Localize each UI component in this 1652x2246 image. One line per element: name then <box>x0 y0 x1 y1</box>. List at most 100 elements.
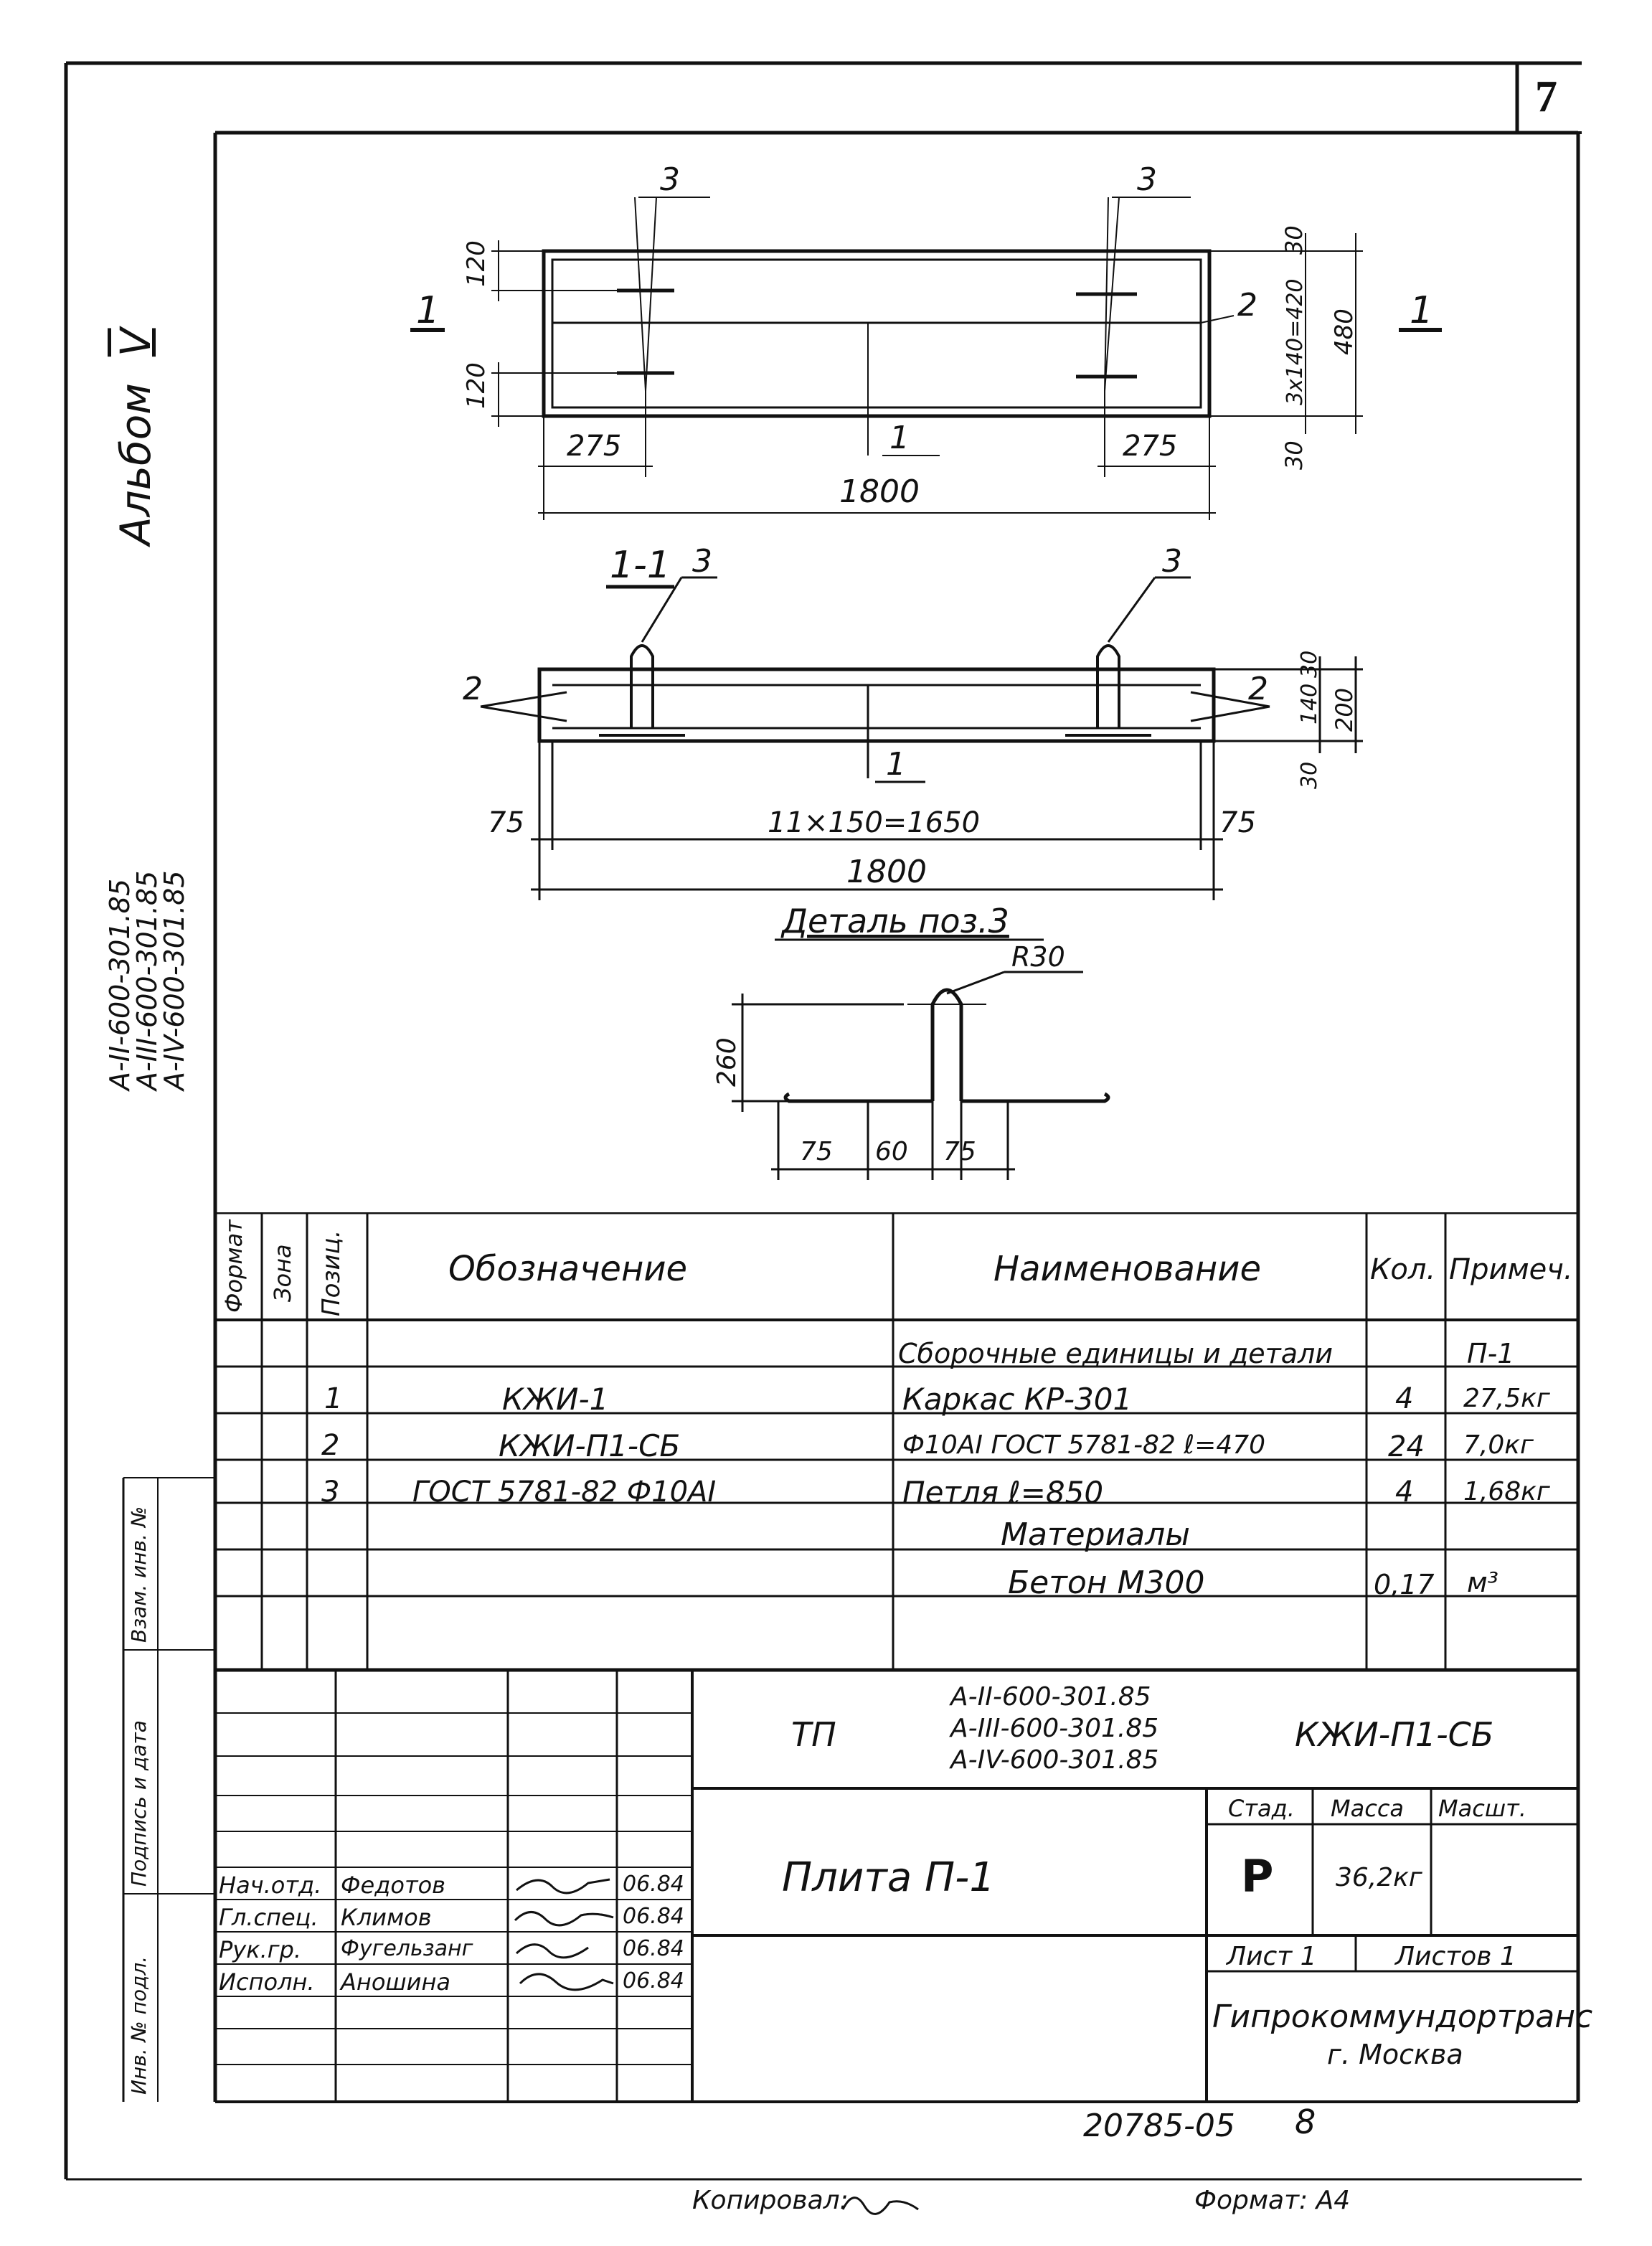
row-note: 1,68кг <box>1463 1477 1550 1506</box>
section-dim-200: 200 <box>1331 688 1358 732</box>
scale-label: Масшт. <box>1438 1795 1526 1822</box>
sig-role: Нач.отд. <box>219 1872 322 1899</box>
row-qty: 4 <box>1395 1476 1414 1509</box>
col-header-position: Позиц. <box>317 1230 346 1317</box>
plan-dim-30-bottom: 30 <box>1280 440 1308 470</box>
plan-dim-480: 480 <box>1330 308 1359 355</box>
row-name: Каркас КР-301 <box>902 1382 1133 1417</box>
sig-name: Фугельзанг <box>341 1936 473 1961</box>
detail-dim-260: 260 <box>712 1037 742 1087</box>
section-dim-140: 140 <box>1297 684 1322 725</box>
product-name: Плита П-1 <box>782 1854 995 1901</box>
row-note: П-1 <box>1467 1338 1515 1369</box>
sig-date: 06.84 <box>623 1904 684 1929</box>
footer-doc-number: 20785-05 <box>1083 2108 1235 2144</box>
row-designation: ГОСТ 5781-82 Ф10АI <box>412 1476 717 1509</box>
plan-dim-120-bottom: 120 <box>462 362 491 409</box>
row-name: Сборочные единицы и детали <box>898 1338 1334 1369</box>
col-header-zone: Зона <box>269 1244 296 1302</box>
plan-reinforcement-frame <box>551 258 1202 409</box>
sig-role: Исполн. <box>219 1968 315 1996</box>
doc-code: КЖИ-П1-СБ <box>1295 1715 1494 1754</box>
row-qty: 0,17 <box>1374 1569 1435 1600</box>
plan-slab-outline <box>542 249 1212 418</box>
row-name: Материалы <box>1001 1516 1190 1553</box>
sheets-label: Листов 1 <box>1395 1942 1516 1971</box>
stage-label: Стад. <box>1228 1795 1295 1822</box>
stage-value: Р <box>1241 1850 1274 1902</box>
plan-pos2: 2 <box>1237 287 1257 324</box>
section-slab-outline <box>537 667 1216 743</box>
sig-date: 06.84 <box>623 1968 684 1993</box>
row-pos: 1 <box>324 1382 343 1415</box>
section-dim-1800: 1800 <box>846 854 927 890</box>
sig-date: 06.84 <box>623 1872 684 1897</box>
section-dim-75-left: 75 <box>488 806 524 839</box>
row-note: 7,0кг <box>1463 1430 1534 1460</box>
title-block-grid <box>215 1670 1578 2100</box>
section-mark-right: 1 <box>1410 289 1433 332</box>
org-line2: г. Москва <box>1327 2039 1463 2070</box>
row-name: Ф10АI ГОСТ 5781-82 ℓ=470 <box>902 1430 1266 1460</box>
col-header-qty: Кол. <box>1370 1253 1436 1286</box>
row-name: Бетон М300 <box>1008 1565 1205 1601</box>
album-number: V <box>111 328 160 357</box>
plan-pos3-right: 3 <box>1137 161 1157 198</box>
plan-dim-275-right: 275 <box>1123 430 1177 463</box>
sig-date: 06.84 <box>623 1936 684 1961</box>
album-label: Альбом V <box>111 328 160 545</box>
row-designation: КЖИ-1 <box>502 1382 609 1417</box>
detail-radius: R30 <box>1011 941 1065 973</box>
section-pos1: 1 <box>886 746 906 783</box>
row-designation: КЖИ-П1-СБ <box>499 1428 681 1463</box>
plan-dim-3x140: 3x140=420 <box>1283 279 1308 406</box>
section-pos2-left: 2 <box>463 671 483 707</box>
series-line: А-IV-600-301.85 <box>159 870 190 1090</box>
tp-label: ТП <box>791 1715 836 1754</box>
row-qty: 24 <box>1388 1430 1425 1463</box>
stamp-vzam: Взам. инв. № <box>127 1506 151 1643</box>
sig-name: Федотов <box>341 1872 446 1899</box>
col-header-format: Формат <box>220 1219 247 1313</box>
stamp-podpis: Подпись и дата <box>127 1720 151 1887</box>
tb-series-line: А-II-600-301.85 <box>950 1682 1151 1712</box>
row-note: м³ <box>1467 1567 1498 1598</box>
series-line: А-III-600-301.85 <box>131 870 163 1090</box>
col-header-designation: Обозначение <box>448 1249 688 1289</box>
detail-loop <box>930 988 963 1101</box>
section-loop-left <box>630 644 654 728</box>
plan-dim-120-top: 120 <box>462 240 491 287</box>
detail-dim-60: 60 <box>875 1137 908 1166</box>
org-line1: Гипрокоммундортранс <box>1212 1999 1593 2035</box>
section-pos3-left: 3 <box>692 543 712 580</box>
section-loop-right <box>1096 644 1120 728</box>
footer-copied-label: Копировал: <box>692 2186 849 2215</box>
detail-title: Деталь поз.3 <box>780 902 1009 940</box>
series-line: А-II-600-301.85 <box>104 878 136 1090</box>
spec-table-grid <box>215 1212 1578 1672</box>
section-dim-30-bottom: 30 <box>1297 762 1322 789</box>
copied-signature <box>841 2197 919 2215</box>
section-mark-left: 1 <box>416 289 440 332</box>
tb-series-line: А-IV-600-301.85 <box>950 1745 1159 1775</box>
plan-pos1: 1 <box>889 420 910 456</box>
col-header-name: Наименование <box>993 1249 1262 1289</box>
row-pos: 2 <box>321 1429 340 1462</box>
footer-page: 8 <box>1295 2103 1316 2141</box>
section-dim-11x150: 11×150=1650 <box>768 806 980 839</box>
sheet-label: Лист 1 <box>1227 1942 1317 1971</box>
plan-dim-275-left: 275 <box>567 430 621 463</box>
row-qty: 4 <box>1395 1382 1414 1415</box>
section-pos3-right: 3 <box>1162 543 1182 580</box>
mass-value: 36,2кг <box>1336 1863 1422 1892</box>
row-note: 27,5кг <box>1463 1384 1550 1413</box>
mass-label: Масса <box>1331 1795 1405 1822</box>
sig-role: Гл.спец. <box>219 1904 318 1931</box>
page-number: 7 <box>1535 72 1557 121</box>
section-dim-75-right: 75 <box>1219 806 1256 839</box>
row-name: Петля ℓ=850 <box>902 1475 1104 1510</box>
plan-dim-1800: 1800 <box>839 473 920 510</box>
section-pos2-right: 2 <box>1248 671 1268 707</box>
stamp-inv: Инв. № подл. <box>127 1955 151 2095</box>
